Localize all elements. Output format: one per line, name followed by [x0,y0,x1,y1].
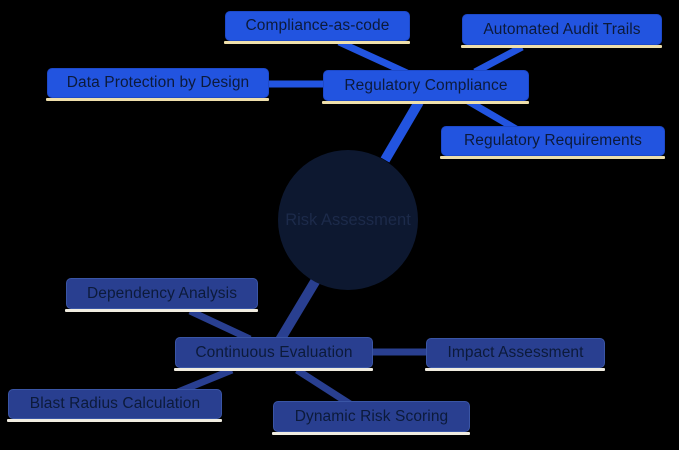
node-label: Blast Radius Calculation [29,395,201,412]
node-continuous-evaluation: Continuous Evaluation [174,337,373,371]
node-dynamic-risk-scoring: Dynamic Risk Scoring [272,401,470,435]
node-regulatory-requirements: Regulatory Requirements [440,126,665,159]
node-label: Regulatory Compliance [344,76,508,94]
node-label: Continuous Evaluation [195,343,353,361]
root-node-label: Risk Assessment [285,210,411,229]
edge-blast-radius-calculation [176,366,234,396]
edge-automated-audit-trails [473,43,524,76]
node-automated-audit-trails: Automated Audit Trails [461,14,662,48]
edge-regulatory-requirements [466,97,518,133]
node-label: Compliance-as-code [245,17,390,34]
edge-compliance-as-code [337,38,409,77]
edge-dynamic-risk-scoring [295,367,352,407]
node-label: Data Protection by Design [66,74,250,91]
node-label: Impact Assessment [447,344,584,361]
node-compliance-as-code: Compliance-as-code [224,11,410,44]
node-regulatory-compliance: Regulatory Compliance [322,70,529,104]
node-label: Dynamic Risk Scoring [294,407,449,425]
edge-dependency-analysis [188,307,252,343]
node-impact-assessment: Impact Assessment [425,338,605,371]
node-label: Regulatory Requirements [463,132,643,149]
node-dependency-analysis: Dependency Analysis [65,278,258,312]
node-data-protection-by-design: Data Protection by Design [46,68,269,101]
edge-root-to-regulatory-compliance [380,99,424,163]
node-label: Dependency Analysis [86,284,238,302]
node-label: Automated Audit Trails [483,20,641,38]
node-blast-radius-calculation: Blast Radius Calculation [7,389,222,422]
root-node-risk-assessment: Risk Assessment [278,150,418,290]
edge-root-to-continuous-evaluation [275,277,321,343]
